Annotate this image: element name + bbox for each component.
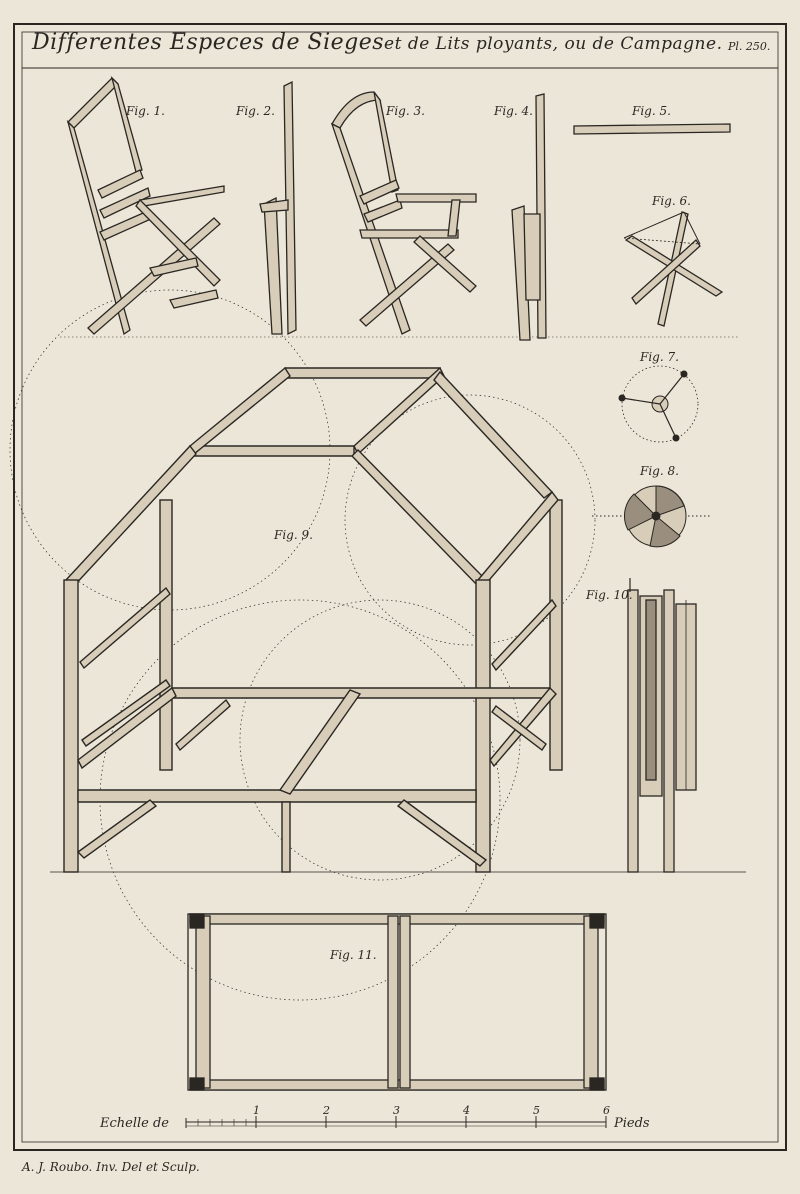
fig5-bar (573, 123, 731, 135)
fig11-label: Fig. 11. (330, 948, 377, 962)
scale-label-right: Pieds (614, 1116, 650, 1131)
fig11-bed-plan (187, 913, 607, 1091)
scale-tick-1: 1 (253, 1104, 260, 1117)
fig6-tripod-stool (623, 211, 724, 327)
plate-title-main: Differentes Especes de Sieges (32, 30, 385, 55)
plate-number: Pl. 250. (728, 40, 771, 53)
fig5-label: Fig. 5. (632, 104, 671, 118)
fig4-folded-armchair (511, 93, 547, 341)
scale-tick-4: 4 (463, 1104, 470, 1117)
fig9-label: Fig. 9. (274, 528, 313, 542)
fig3-label: Fig. 3. (386, 104, 425, 118)
fig9-campaign-bed (63, 366, 563, 873)
fig4-label: Fig. 4. (494, 104, 533, 118)
scale-tick-3: 3 (393, 1104, 400, 1117)
fig1-label: Fig. 1. (126, 104, 165, 118)
scale-bar (185, 1116, 607, 1128)
inner-border (21, 31, 779, 1143)
fig10-folded-bed (627, 578, 697, 873)
fig3-armchair (330, 91, 477, 335)
outer-border (13, 23, 787, 1151)
fig2-folded-chair (259, 80, 297, 336)
fig8-rosette (592, 485, 710, 548)
fig2-label: Fig. 2. (236, 104, 275, 118)
scale-tick-6: 6 (603, 1104, 610, 1117)
fig1-folding-chair (66, 75, 225, 336)
fig8-label: Fig. 8. (640, 464, 679, 478)
fig7-label: Fig. 7. (640, 350, 679, 364)
plate-title-sub: et de Lits ployants, ou de Campagne. (384, 34, 723, 54)
fig6-label: Fig. 6. (652, 194, 691, 208)
scale-tick-5: 5 (533, 1104, 540, 1117)
scale-label-left: Echelle de (100, 1116, 169, 1131)
engraver-credit: A. J. Roubo. Inv. Del et Sculp. (22, 1160, 200, 1174)
fig10-label: Fig. 10. (586, 588, 633, 602)
plate-title: Differentes Especes de Siegeset de Lits … (32, 30, 752, 70)
fig7-hub-diagram (618, 365, 699, 443)
construction-arcs (9, 289, 596, 1001)
scale-tick-2: 2 (323, 1104, 330, 1117)
